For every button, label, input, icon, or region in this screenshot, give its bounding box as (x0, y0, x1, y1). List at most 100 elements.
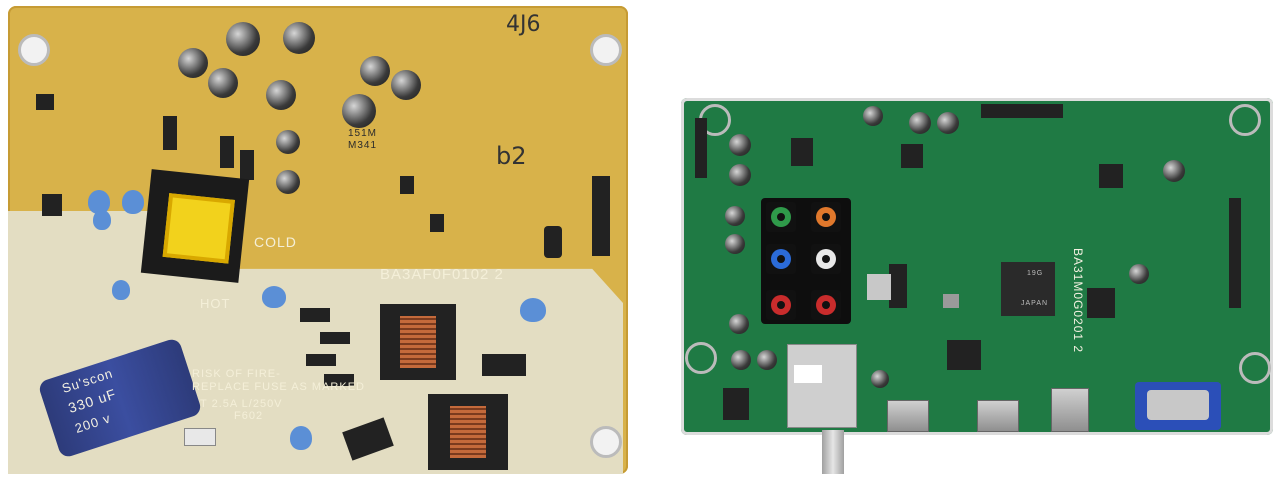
capacitor (391, 70, 421, 100)
capacitor (725, 206, 745, 226)
av-jack-red[interactable] (811, 290, 841, 320)
capacitor (544, 226, 562, 258)
hdmi-connector-vertical (889, 264, 907, 308)
av-jack-white[interactable] (811, 244, 841, 274)
crystal (943, 294, 959, 308)
capacitor (757, 350, 777, 370)
common-mode-choke (428, 394, 508, 470)
choke-winding (450, 406, 486, 458)
capacitor (725, 234, 745, 254)
vga-shell (1147, 390, 1209, 420)
main-soc-chip: 19G JAPAN (1001, 262, 1055, 316)
capacitor (360, 56, 390, 86)
transistor (42, 194, 62, 216)
blue-capacitor (122, 190, 144, 214)
cap-voltage: 200 v (73, 410, 113, 436)
choke-winding (400, 316, 436, 368)
main-board: BA31M0G0201 2 19G JAPAN (681, 98, 1273, 435)
tv-tuner (787, 344, 857, 428)
diode (240, 150, 254, 180)
handwritten-mark: b2 (496, 142, 527, 170)
usb-port[interactable] (1051, 388, 1089, 432)
blue-capacitor (88, 190, 110, 214)
mounting-hole (590, 426, 622, 458)
capacitor (1163, 160, 1185, 182)
capacitor (276, 170, 300, 194)
blue-capacitor (262, 286, 286, 308)
transformer-winding (162, 193, 235, 264)
capacitor (871, 370, 889, 388)
hot-label: HOT (200, 296, 231, 311)
diode (300, 308, 330, 322)
diode (324, 374, 354, 386)
capacitor (266, 80, 296, 110)
handwritten-mark: 4J6 (506, 12, 541, 37)
coax-antenna-connector[interactable] (822, 430, 844, 474)
diode (163, 116, 177, 150)
capacitor (729, 164, 751, 186)
capacitor (909, 112, 931, 134)
capacitor (729, 314, 749, 334)
av-jack-blue[interactable] (766, 244, 796, 274)
capacitor (1129, 264, 1149, 284)
fuse-ref: F602 (234, 410, 264, 422)
soc-marking: 19G (1027, 270, 1044, 277)
capacitor (276, 130, 300, 154)
blue-capacitor (290, 426, 312, 450)
hdmi-port[interactable] (977, 400, 1019, 432)
diode (220, 136, 234, 168)
warning-line-2: REPLACE FUSE AS MARKED (192, 381, 365, 393)
fuse-rating: T 2.5A L/250V (200, 398, 283, 410)
mounting-hole (685, 342, 717, 374)
main-part-number: BA31M0G0201 2 (1071, 248, 1085, 354)
qr-label (794, 365, 822, 383)
mounting-hole (18, 34, 50, 66)
main-transformer (140, 169, 250, 283)
inductor (1099, 164, 1123, 188)
av-jack-red[interactable] (766, 290, 796, 320)
audio-out-jack[interactable] (723, 388, 749, 420)
diode (320, 332, 350, 344)
vga-port[interactable] (1135, 382, 1221, 430)
av-jack-green[interactable] (766, 202, 796, 232)
soc-marking-country: JAPAN (1021, 300, 1049, 307)
ic (791, 138, 813, 166)
av-jack-orange[interactable] (811, 202, 841, 232)
capacitor (729, 134, 751, 156)
inductor-label-2: M341 (348, 140, 378, 151)
inductor (901, 144, 923, 168)
blue-capacitor (93, 210, 111, 230)
mounting-hole (1239, 352, 1271, 384)
blue-capacitor (112, 280, 130, 300)
hdmi-port[interactable] (887, 400, 929, 432)
capacitor (937, 112, 959, 134)
diode (306, 354, 336, 366)
inductor (342, 94, 376, 128)
relay (482, 354, 526, 376)
psu-part-number: BA3AF0F0102 2 (380, 266, 504, 283)
transistor (400, 176, 414, 194)
capacitor (226, 22, 260, 56)
blue-capacitor (520, 298, 546, 322)
fuse-holder (184, 428, 216, 446)
capacitor (863, 106, 883, 126)
ic (1087, 288, 1115, 318)
capacitor (283, 22, 315, 54)
panel-connector (1229, 198, 1241, 308)
heatsink-bracket (867, 274, 891, 300)
connector (592, 176, 610, 256)
warning-line-1: RISK OF FIRE- (192, 368, 281, 380)
mounting-hole (1229, 104, 1261, 136)
transistor (36, 94, 54, 110)
common-mode-choke (380, 304, 456, 380)
power-supply-board: 151M M341 COLD BA3AF0F0102 2 HOT Su'scon… (8, 6, 628, 474)
transistor (430, 214, 444, 232)
cold-label: COLD (254, 234, 297, 250)
lvds-connector (981, 104, 1063, 118)
capacitor (178, 48, 208, 78)
mounting-hole (590, 34, 622, 66)
capacitor (731, 350, 751, 370)
capacitor (208, 68, 238, 98)
ic (947, 340, 981, 370)
inductor-label: 151M (348, 128, 378, 139)
